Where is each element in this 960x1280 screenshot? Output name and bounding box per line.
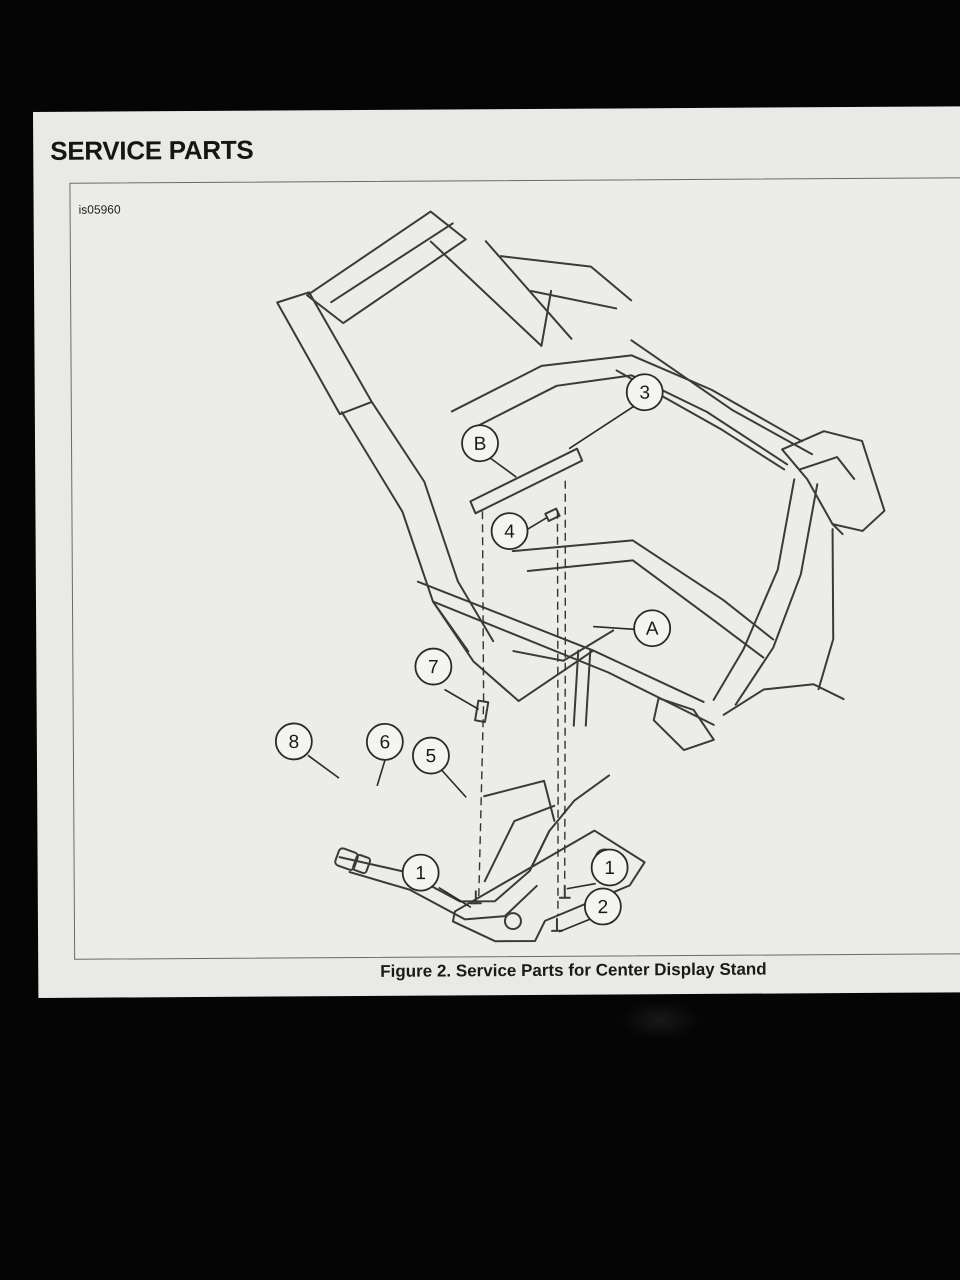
installation-lines	[478, 480, 567, 916]
callout-8: 8	[274, 722, 313, 761]
svg-text:A: A	[646, 619, 659, 640]
screen-glare	[620, 1000, 700, 1040]
callout-3: 3	[625, 373, 664, 412]
svg-text:6: 6	[380, 732, 391, 753]
callout-7: 7	[414, 647, 453, 686]
page-title: SERVICE PARTS	[50, 134, 254, 166]
callout-2: 2	[583, 887, 622, 926]
callout-1-right: 1	[590, 848, 629, 887]
document-page: SERVICE PARTS is05960	[33, 106, 960, 998]
svg-text:7: 7	[428, 657, 439, 678]
svg-text:1: 1	[604, 858, 615, 879]
leader-lines	[307, 405, 635, 933]
callout-B: B	[461, 424, 499, 463]
svg-text:8: 8	[289, 732, 300, 753]
callouts: 3 B 4 A 7	[274, 373, 672, 926]
figure-caption: Figure 2. Service Parts for Center Displ…	[380, 959, 767, 981]
svg-text:2: 2	[598, 897, 609, 918]
motorcycle-frame-drawing	[276, 210, 886, 943]
svg-text:3: 3	[639, 383, 650, 404]
svg-text:B: B	[474, 434, 487, 455]
callout-5: 5	[412, 736, 450, 775]
callout-6: 6	[365, 722, 404, 761]
figure-frame: is05960	[69, 177, 960, 960]
svg-text:1: 1	[415, 863, 426, 884]
svg-text:4: 4	[504, 522, 515, 543]
frame-illustration: 3 B 4 A 7	[274, 210, 886, 943]
callout-A: A	[633, 609, 672, 648]
svg-text:5: 5	[426, 746, 437, 767]
callout-1-left: 1	[401, 853, 440, 892]
callout-4: 4	[490, 512, 529, 550]
